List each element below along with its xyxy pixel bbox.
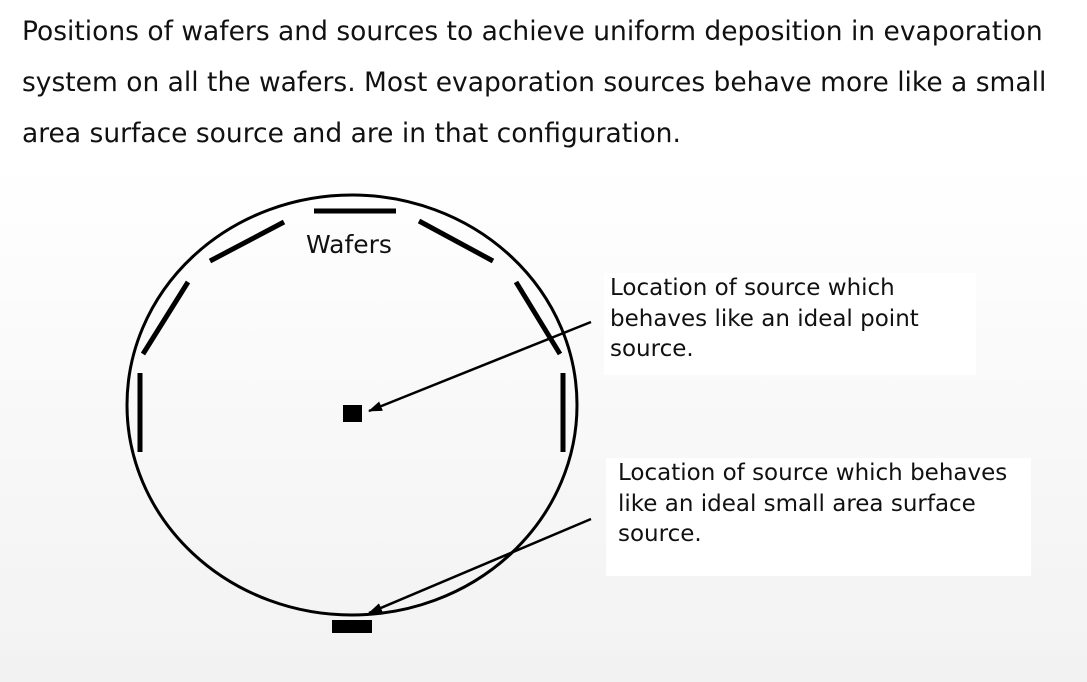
figure-caption: Positions of wafers and sources to achie… [22,16,1047,149]
surface-source-note: Location of source which behaves like an… [606,458,1031,576]
point-source-arrow [368,320,592,413]
wafer-upper-left [208,219,286,264]
surface-source-marker [332,620,372,633]
background [0,160,1087,682]
chamber-outline [125,193,579,617]
wafer-upper-right [417,218,495,264]
wafers-label: Wafers [306,230,392,259]
wafer-ring [137,208,566,452]
point-source-marker [343,405,362,422]
surface-source-arrow [368,517,592,615]
wafer-right-diagonal [513,280,563,356]
wafer-left-diagonal [140,280,191,356]
point-source-note: Location of source which behaves like an… [604,273,976,375]
